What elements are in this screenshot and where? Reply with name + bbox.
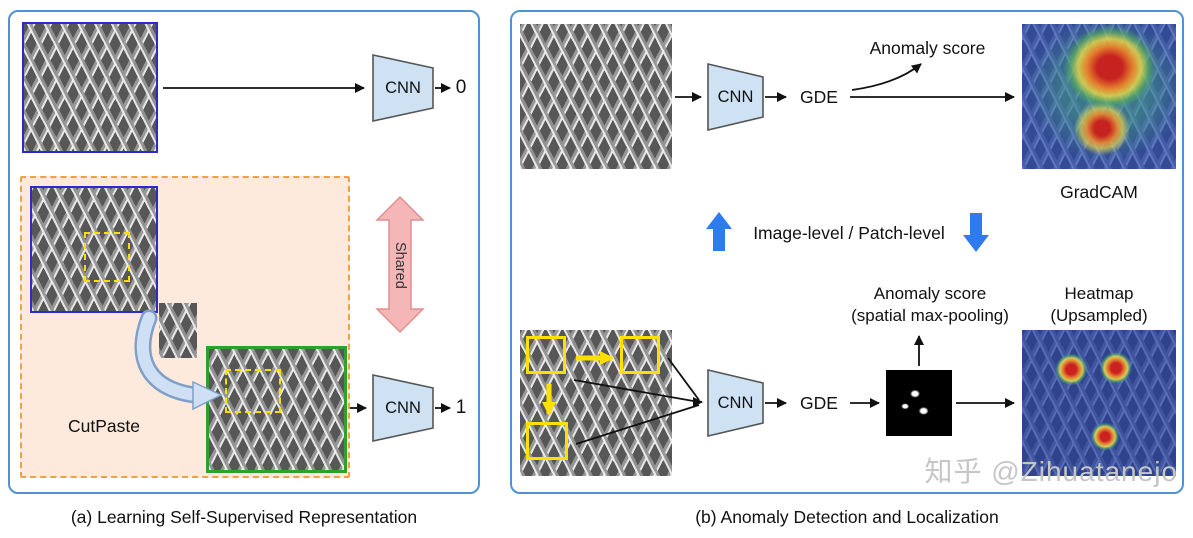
gde-label-top: GDE <box>800 86 838 107</box>
test-image-patches <box>520 330 672 476</box>
patch-box-1 <box>526 336 566 374</box>
image-patch-level-label: Image-level / Patch-level <box>753 222 945 243</box>
gradcam-heat-overlay <box>1022 24 1176 169</box>
heatmap-label-line1: Heatmap <box>1064 284 1134 303</box>
gradcam-heatmap-image <box>1022 24 1176 169</box>
cutpaste-label: CutPaste <box>68 415 140 436</box>
anomaly-score-maxpool-line2: (spatial max-pooling) <box>851 306 1009 325</box>
upsampled-heatmap-image <box>1022 330 1176 476</box>
cnn-label-a-top: CNN <box>385 78 421 97</box>
output-label-1: 1 <box>455 397 467 418</box>
heatmap-upsampled-label: Heatmap (Upsampled) <box>1022 282 1176 328</box>
patch-box-3 <box>526 422 568 460</box>
normal-sample-image <box>22 22 158 153</box>
output-label-0: 0 <box>455 77 467 98</box>
cnn-label-b-bottom: CNN <box>717 393 754 412</box>
gde-label-bottom: GDE <box>800 392 838 413</box>
shared-label: Shared <box>392 241 408 289</box>
upsampled-heat-overlay <box>1022 330 1176 476</box>
caption-panel-a: (a) Learning Self-Supervised Representat… <box>70 506 418 527</box>
test-image-top <box>520 24 672 169</box>
pasted-patch-outline <box>225 369 281 413</box>
cnn-label-b-top: CNN <box>717 87 754 106</box>
anomaly-score-maxpool-label: Anomaly score (spatial max-pooling) <box>826 282 1034 328</box>
anomaly-score-map-image <box>886 370 952 436</box>
heatmap-label-line2: (Upsampled) <box>1050 306 1148 325</box>
caption-panel-b: (b) Anomaly Detection and Localization <box>695 506 999 527</box>
anomaly-score-maxpool-line1: Anomaly score <box>873 284 987 303</box>
cutpaste-source-image <box>30 186 158 313</box>
augmented-sample-image <box>206 346 347 473</box>
gradcam-label: GradCAM <box>1060 181 1138 202</box>
patch-box-2 <box>620 336 660 374</box>
cnn-label-a-bottom: CNN <box>385 398 421 417</box>
watermark-text: 知乎 @Zihuatanejo <box>924 456 1178 487</box>
anomaly-score-label-top: Anomaly score <box>869 37 986 58</box>
cut-patch-outline <box>84 232 130 282</box>
cut-patch-image <box>159 303 197 358</box>
